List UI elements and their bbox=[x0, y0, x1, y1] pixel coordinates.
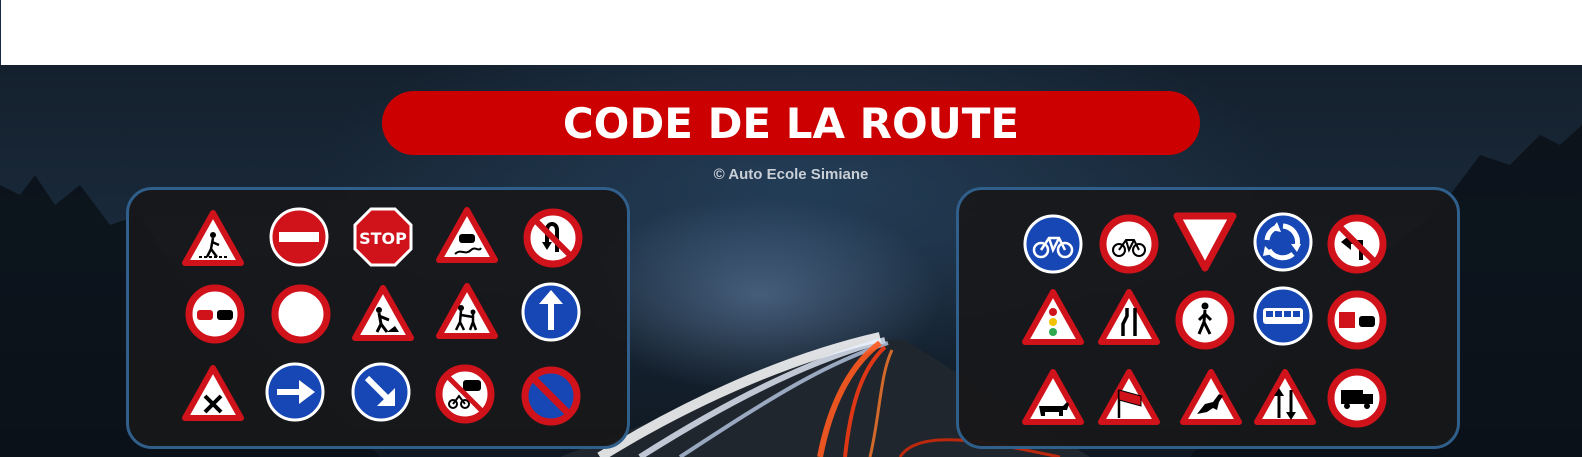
crosswind-warning-icon bbox=[1097, 366, 1161, 430]
intersection-warning-icon bbox=[181, 362, 245, 426]
cattle-warning-icon bbox=[1021, 366, 1085, 430]
cycle-path-icon bbox=[1021, 212, 1085, 276]
no-vehicles-icon bbox=[269, 282, 333, 346]
no-motor-vehicles-icon bbox=[433, 362, 497, 426]
hero-banner: CODE DE LA ROUTE © Auto Ecole Simiane ST… bbox=[0, 65, 1582, 457]
road-narrows-icon bbox=[1097, 286, 1161, 350]
road-signs-panel-left: STOP bbox=[126, 187, 630, 449]
svg-text:STOP: STOP bbox=[359, 229, 407, 248]
wild-animals-warning-icon bbox=[1179, 366, 1243, 430]
children-warning-icon bbox=[435, 280, 499, 344]
two-way-traffic-warning-icon bbox=[1253, 366, 1317, 430]
slippery-road-warning-icon bbox=[435, 204, 499, 268]
give-way-icon bbox=[1173, 210, 1237, 274]
bus-lane-icon bbox=[1251, 284, 1315, 348]
page-title: CODE DE LA ROUTE bbox=[562, 98, 1020, 148]
no-bicycles-icon bbox=[1097, 212, 1161, 276]
pedestrian-crossing-warning-icon bbox=[181, 207, 245, 271]
no-parking-icon bbox=[519, 364, 583, 428]
no-overtaking-trucks-icon bbox=[1325, 288, 1389, 352]
turn-right-icon bbox=[263, 360, 327, 424]
keep-right-icon bbox=[349, 360, 413, 424]
no-overtaking-icon bbox=[183, 282, 247, 346]
no-pedestrians-icon bbox=[1173, 288, 1237, 352]
ahead-only-icon bbox=[519, 280, 583, 344]
copyright-text: © Auto Ecole Simiane bbox=[713, 166, 869, 183]
no-left-turn-icon bbox=[1325, 212, 1389, 276]
no-entry-icon bbox=[267, 205, 331, 269]
road-signs-panel-right bbox=[956, 187, 1460, 449]
traffic-lights-warning-icon bbox=[1021, 286, 1085, 350]
top-header-bar bbox=[0, 0, 1582, 65]
title-banner: CODE DE LA ROUTE bbox=[382, 91, 1200, 155]
no-trucks-icon bbox=[1325, 366, 1389, 430]
stop-sign-icon: STOP bbox=[351, 205, 415, 269]
road-works-warning-icon bbox=[351, 282, 415, 346]
roundabout-icon bbox=[1251, 210, 1315, 274]
no-u-turn-icon bbox=[521, 206, 585, 270]
